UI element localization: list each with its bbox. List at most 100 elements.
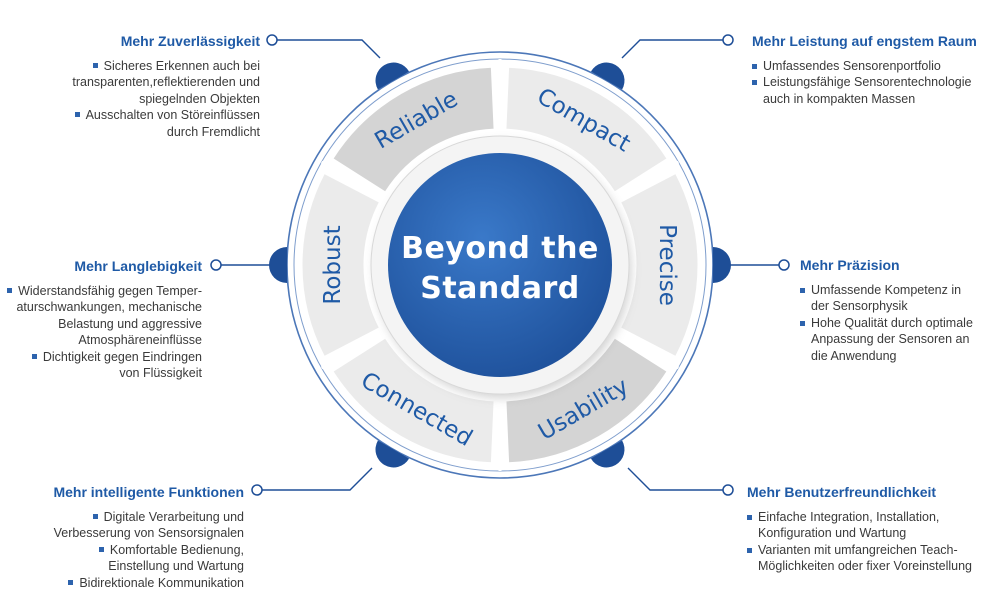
bullet-text: Konfiguration und Wartung	[758, 526, 907, 540]
bullet-square-icon	[800, 287, 805, 293]
bullet-list: Widerstandsfähig gegen Temper-aturschwan…	[2, 283, 202, 382]
segment-divider	[615, 160, 680, 200]
bullet-square-icon	[7, 287, 13, 293]
leader-endpoint-robust	[210, 259, 222, 271]
block-compact: Mehr Leistung auf engstem Raum Umfassend…	[752, 33, 992, 107]
bullet-item: Umfassende Kompetenz in der Sensorphysik	[800, 282, 990, 315]
segment-reliable	[332, 66, 495, 193]
bullet-text: spiegelnden Objekten	[139, 91, 260, 106]
block-title: Mehr Zuverlässigkeit	[120, 33, 260, 49]
bullet-square-icon	[74, 112, 80, 118]
bullet-square-icon	[31, 353, 37, 359]
bullet-square-icon	[98, 546, 104, 552]
leader-endpoint-connected	[251, 484, 263, 496]
leader-line-usability	[627, 467, 728, 491]
bullet-text: auch in kompakten Massen	[763, 91, 916, 106]
block-title: Mehr intelligente Funktionen	[53, 484, 244, 500]
bullet-text: Bidirektionale Kommunikation	[79, 575, 244, 590]
segment-robust	[301, 172, 381, 358]
connector-half-disc-compact	[590, 62, 625, 90]
leader-endpoint-reliable	[266, 34, 278, 46]
bullet-text: Einstellung und Wartung	[108, 559, 244, 573]
bullet-text: aturschwankungen, mechanische	[16, 300, 202, 314]
bullet-item: Einfache Integration, Installation, Konfi…	[747, 509, 997, 542]
segment-divider	[615, 330, 680, 370]
bullet-text: Möglichkeiten oder fixer Voreinstellung	[758, 559, 973, 573]
bullet-item: Komfortable Bedienung, Einstellung und Wa…	[22, 542, 244, 575]
bullet-item: Umfassendes Sensorenportfolio	[752, 58, 992, 75]
segment-divider	[320, 160, 385, 200]
bullet-square-icon	[92, 62, 98, 68]
bullet-list: Einfache Integration, Installation, Konfi…	[747, 509, 997, 575]
bullet-item: Ausschalten von Störeinflüssen durch Frem…	[40, 107, 260, 140]
block-connected: Mehr intelligente Funktionen Digitale Ve…	[22, 484, 244, 591]
bullet-text: Varianten mit umfangreichen Teach-	[758, 542, 958, 557]
leader-line-reliable	[272, 39, 381, 59]
segment-divider	[320, 330, 385, 370]
bullet-square-icon	[752, 80, 757, 85]
bullet-text: Umfassende Kompetenz in	[811, 282, 962, 297]
connector-half-disc-usability	[590, 440, 625, 468]
segment-connected	[332, 337, 495, 464]
bullet-item: Widerstandsfähig gegen Temper-aturschwan…	[2, 283, 202, 349]
block-robust: Mehr Langlebigkeit Widerstandsfähig gege…	[2, 258, 202, 382]
bullet-square-icon	[747, 547, 752, 553]
bullet-square-icon	[752, 63, 757, 69]
leader-line-connected	[257, 467, 373, 491]
segment-usability	[505, 337, 668, 464]
segment-label-robust: Robust	[320, 225, 346, 304]
bullet-text: Widerstandsfähig gegen Temper-	[18, 283, 202, 298]
bullet-square-icon	[800, 320, 805, 326]
bullet-text: Sicheres Erkennen auch bei	[103, 58, 260, 73]
connector-half-disc-reliable	[375, 62, 410, 90]
bullet-text: der Sensorphysik	[811, 299, 908, 313]
segment-compact	[505, 66, 668, 193]
bullet-item: Bidirektionale Kommunikation	[22, 575, 244, 592]
bullet-square-icon	[92, 513, 98, 519]
leader-endpoint-precise	[778, 259, 790, 271]
block-title: Mehr Leistung auf engstem Raum	[752, 33, 977, 49]
bullet-item: Leistungsfähige Sensorentechnologie auch …	[752, 74, 992, 107]
bullet-text: Belastung und aggressive	[58, 316, 202, 331]
block-title: Mehr Benutzerfreundlichkeit	[747, 484, 937, 500]
bullet-text: die Anwendung	[811, 348, 897, 363]
leader-endpoint-usability	[722, 484, 734, 496]
center-title-line1: Beyond the	[401, 231, 599, 266]
leader-endpoint-compact	[722, 34, 734, 46]
bullet-square-icon	[747, 514, 752, 520]
bullet-text: Umfassendes Sensorenportfolio	[763, 58, 941, 73]
bullet-text: durch Fremdlicht	[166, 124, 260, 139]
block-usability: Mehr Benutzerfreundlichkeit Einfache Int…	[747, 484, 997, 575]
segment-label-precise: Precise	[654, 224, 680, 306]
leader-line-compact	[621, 39, 728, 59]
connectors	[210, 34, 790, 496]
segment-precise	[619, 172, 699, 358]
bullet-text: Anpassung der Sensoren an	[811, 332, 970, 346]
block-title: Mehr Langlebigkeit	[74, 258, 202, 274]
bullet-text: Dichtigkeit gegen Eindringen	[42, 349, 202, 364]
bullet-text: Ausschalten von Störeinflüssen	[85, 108, 260, 122]
block-title: Mehr Präzision	[800, 257, 900, 273]
bullet-text: Digitale Verarbeitung und	[103, 509, 244, 524]
bullet-text: Hohe Qualität durch optimale	[811, 315, 973, 330]
block-reliable: Mehr Zuverlässigkeit Sicheres Erkennen a…	[40, 33, 260, 140]
bullet-text: Einfache Integration, Installation,	[758, 509, 940, 524]
bullet-text: Leistungsfähige Sensorentechnologie	[763, 75, 972, 89]
center-disk	[388, 153, 612, 377]
bullet-text: Atmosphäreneinflüsse	[78, 333, 202, 347]
bullet-text: Komfortable Bedienung,	[109, 542, 244, 557]
bullet-item: Varianten mit umfangreichen Teach- Möglic…	[747, 542, 997, 575]
bullet-text: Verbesserung von Sensorsignalen	[53, 526, 244, 540]
bullet-square-icon	[68, 579, 74, 585]
block-precise: Mehr Präzision Umfassende Kompetenz in de…	[800, 257, 990, 364]
